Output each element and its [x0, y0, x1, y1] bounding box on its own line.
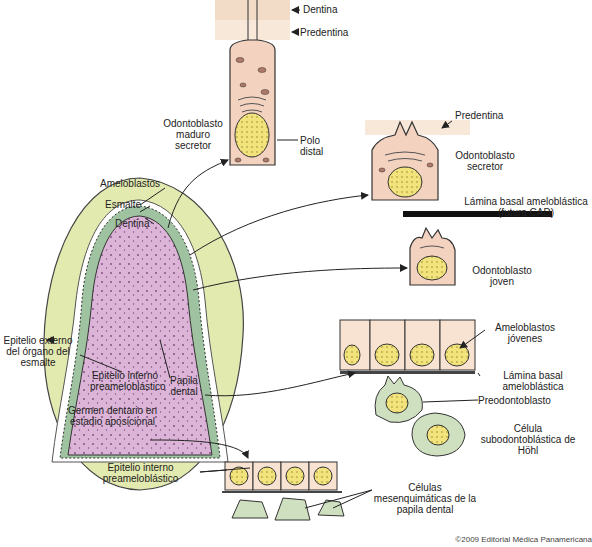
label-text: Epitelio externo del órgano del esmalte [0, 335, 76, 368]
mature-odontoblast [230, 40, 275, 165]
nucleus [235, 113, 269, 157]
label-text: Dentina [303, 4, 383, 15]
label-text: Epitelio interno preameloblástico [90, 370, 160, 392]
label-text: Germen dentario en estadio aposicional [55, 405, 170, 427]
label-text: Papila dental [160, 375, 208, 397]
label-text: Célula subodontoblástica de Höhl [478, 423, 578, 456]
label-text: Odontoblasto joven [462, 265, 542, 287]
label-text: Lámina basal ameloblástica (futura CAD) [462, 196, 590, 218]
preodontoblast [375, 376, 422, 423]
label-text: Lámina basal ameloblástica [478, 370, 588, 392]
label-text: Epitelio interno preameloblástico [78, 462, 203, 484]
label-text: Preodontoblasto [478, 395, 578, 406]
young-odontoblast [410, 228, 455, 285]
label-text: Predentina [300, 27, 380, 38]
secretory-odontoblast [372, 122, 438, 200]
label-text: Polo distal [300, 135, 336, 157]
label-text: Ameloblastos [100, 178, 180, 189]
label-text: Ameloblastos jóvenes [485, 322, 565, 344]
label-text: Esmalte [105, 199, 165, 210]
label-text: ©2009 Editorial Médica Panamericana [455, 535, 592, 544]
predentin-band [215, 20, 290, 40]
label-text: Células mesenquimáticas de la papila den… [370, 482, 480, 515]
dentin-band [215, 0, 290, 20]
label-text: Odontoblasto secretor [445, 150, 525, 172]
label-text: Odontoblasto maduro secretor [160, 118, 226, 151]
label-text: Dentina [115, 218, 175, 229]
hohl-cell [412, 413, 465, 456]
label-text: Predentina [455, 110, 535, 121]
